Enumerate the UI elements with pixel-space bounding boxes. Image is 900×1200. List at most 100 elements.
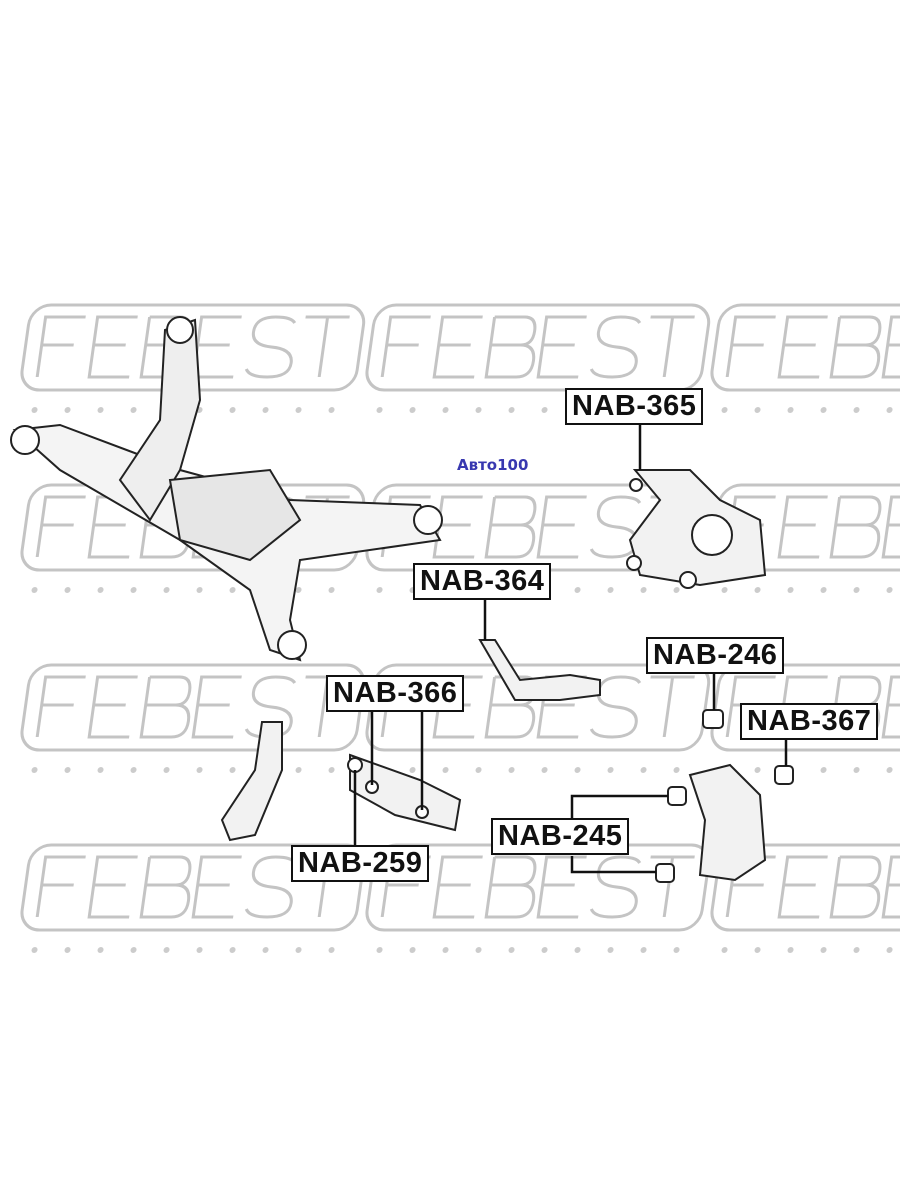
watermark-tagline-mark <box>673 767 680 773</box>
label-nab-365: NAB-365 <box>565 388 704 425</box>
watermark-tagline-mark <box>262 947 269 953</box>
watermark-letter <box>589 855 642 919</box>
watermark-letter <box>35 855 86 917</box>
watermark-tagline-mark <box>541 767 548 773</box>
watermark-tagline-mark <box>508 767 515 773</box>
watermark-letter <box>87 315 138 379</box>
watermark-tagline-mark <box>229 407 236 413</box>
watermark-tagline-mark <box>886 587 893 593</box>
watermark-tagline-mark <box>820 767 827 773</box>
watermark-tagline-mark <box>475 407 482 413</box>
watermark-tagline-mark <box>442 767 449 773</box>
watermark-letter <box>484 315 537 379</box>
watermark-tagline-mark <box>754 767 761 773</box>
watermark-tile <box>20 663 366 773</box>
watermark-tagline-mark <box>721 407 728 413</box>
watermark-tagline-mark <box>262 407 269 413</box>
watermark-tagline-mark <box>820 947 827 953</box>
watermark-tagline-mark <box>787 407 794 413</box>
watermark-tagline-mark <box>31 767 38 773</box>
watermark-tagline-mark <box>820 587 827 593</box>
watermark-letter <box>725 315 776 377</box>
watermark-letter <box>244 315 297 379</box>
watermark-tagline-mark <box>196 587 203 593</box>
febest-watermark <box>20 303 900 953</box>
watermark-tagline-mark <box>442 407 449 413</box>
watermark-tagline-mark <box>574 587 581 593</box>
watermark-tagline-mark <box>475 947 482 953</box>
watermark-tagline-mark <box>31 407 38 413</box>
watermark-tagline-mark <box>295 407 302 413</box>
watermark-letter <box>191 675 242 739</box>
watermark-tagline-mark <box>442 947 449 953</box>
watermark-letter <box>35 495 86 557</box>
seller-mark: Авто100 <box>455 456 531 474</box>
watermark-tagline-mark <box>886 767 893 773</box>
watermark-tagline-mark <box>130 407 137 413</box>
watermark-tagline-mark <box>607 767 614 773</box>
watermark-letter <box>881 495 900 559</box>
watermark-tagline-mark <box>130 587 137 593</box>
watermark-tagline-mark <box>130 767 137 773</box>
watermark-letter <box>829 315 882 379</box>
watermark-letter <box>829 855 882 919</box>
watermark-tagline-mark <box>64 407 71 413</box>
watermark-tagline-mark <box>574 947 581 953</box>
watermark-letter <box>777 495 828 559</box>
watermark-tagline-mark <box>376 407 383 413</box>
watermark-tagline-mark <box>97 407 104 413</box>
watermark-tagline-mark <box>31 947 38 953</box>
watermark-tagline-mark <box>163 947 170 953</box>
watermark-tagline-mark <box>721 587 728 593</box>
watermark-tagline-mark <box>196 767 203 773</box>
watermark-tagline-mark <box>640 767 647 773</box>
watermark-tagline-mark <box>64 947 71 953</box>
watermark-letter <box>589 495 642 559</box>
watermark-tagline-mark <box>328 587 335 593</box>
watermark-letter <box>139 675 192 739</box>
watermark-tagline-mark <box>328 947 335 953</box>
watermark-letter <box>484 495 537 559</box>
watermark-letter <box>432 315 483 379</box>
watermark-tagline-mark <box>673 587 680 593</box>
watermark-letter <box>484 855 537 919</box>
watermark-tagline-mark <box>886 407 893 413</box>
watermark-tagline-mark <box>97 947 104 953</box>
watermark-tagline-mark <box>409 407 416 413</box>
watermark-letter <box>191 855 242 919</box>
watermark-tagline-mark <box>409 947 416 953</box>
watermark-tile <box>20 843 366 953</box>
watermark-tagline-mark <box>295 587 302 593</box>
watermark-tagline-mark <box>163 767 170 773</box>
watermark-tagline-mark <box>328 767 335 773</box>
watermark-tagline-mark <box>607 947 614 953</box>
watermark-tagline-mark <box>721 947 728 953</box>
label-nab-366: NAB-366 <box>326 675 465 712</box>
watermark-tagline-mark <box>673 947 680 953</box>
watermark-letter <box>881 315 900 379</box>
part-drawings <box>10 316 794 883</box>
watermark-tagline-mark <box>31 587 38 593</box>
watermark-letter <box>305 315 350 377</box>
watermark-letter <box>139 855 192 919</box>
watermark-tile <box>710 303 900 413</box>
watermark-tagline-mark <box>376 587 383 593</box>
lower-arm-drawing <box>349 753 462 832</box>
watermark-tagline-mark <box>508 947 515 953</box>
label-nab-367: NAB-367 <box>740 703 879 740</box>
label-nab-259: NAB-259 <box>291 845 430 882</box>
watermark-tagline-mark <box>640 587 647 593</box>
upper-arm-drawing <box>478 639 601 701</box>
watermark-tagline-mark <box>754 587 761 593</box>
watermark-tagline-mark <box>328 407 335 413</box>
label-nab-246: NAB-246 <box>646 637 785 674</box>
watermark-letter <box>87 675 138 739</box>
watermark-tagline-mark <box>853 767 860 773</box>
watermark-tagline-mark <box>229 767 236 773</box>
watermark-letter <box>881 855 900 919</box>
watermark-letter <box>589 675 642 739</box>
watermark-tagline-mark <box>754 947 761 953</box>
watermark-letter <box>777 315 828 379</box>
watermark-letter <box>536 315 587 379</box>
